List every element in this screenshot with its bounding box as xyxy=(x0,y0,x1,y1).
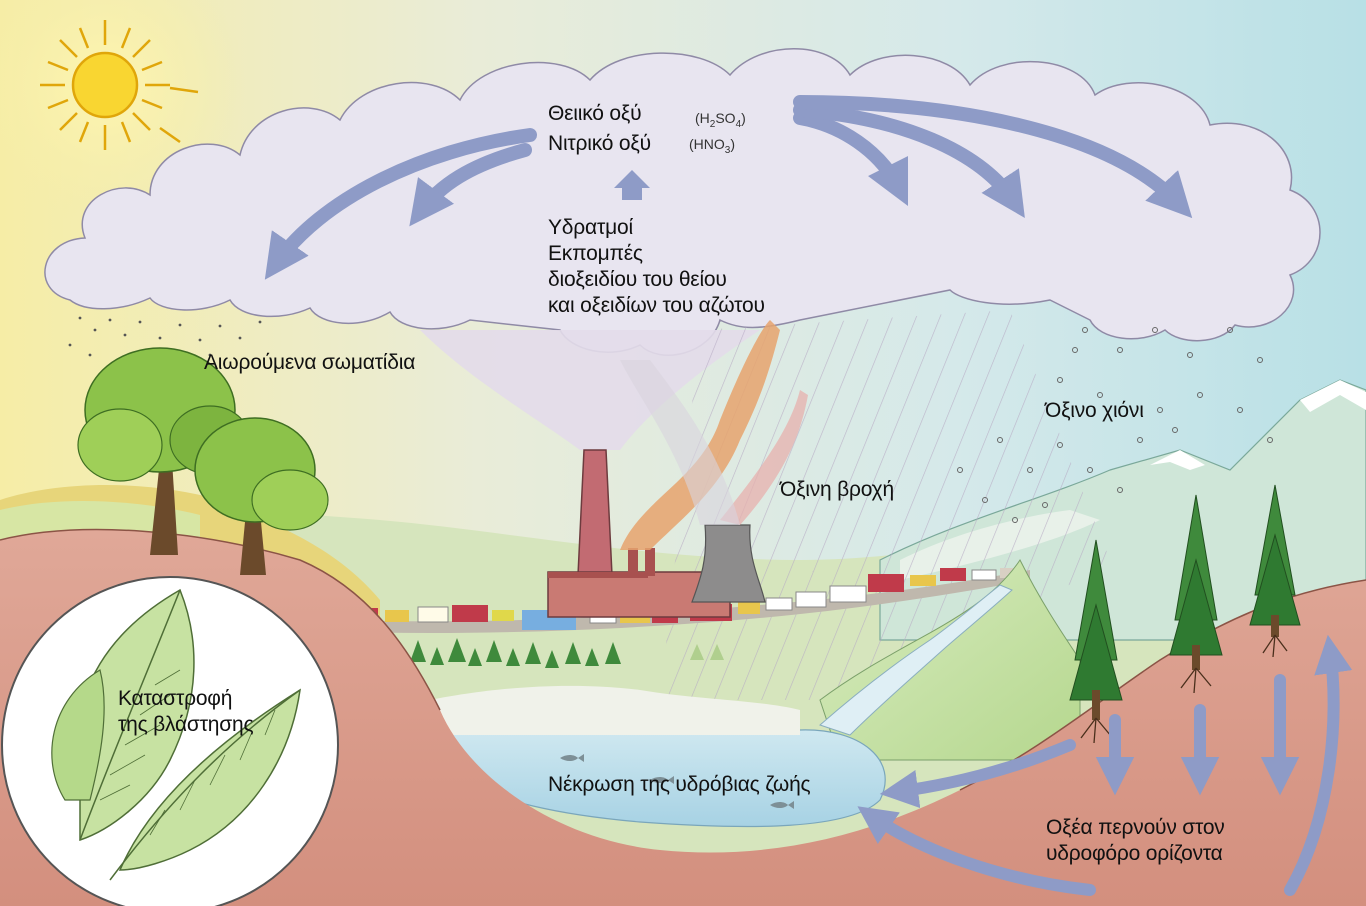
groundwater-label: Οξέα περνούν στον υδροφόρο ορίζοντα xyxy=(1046,816,1225,865)
aquatic-life-label: Νέκρωση της υδρόβιας ζωής xyxy=(548,773,811,796)
tree-icon xyxy=(1069,484,1301,744)
nitric-acid-label: Νιτρικό οξύ xyxy=(548,132,651,155)
river xyxy=(819,584,1013,736)
groundwater-arrows xyxy=(857,634,1353,896)
sulfuric-formula: (H2SO4) xyxy=(695,110,746,130)
vegetation-damage-label: Καταστροφή της βλάστησης xyxy=(118,687,254,736)
snow-dots xyxy=(957,327,1273,523)
tree-icon xyxy=(77,347,329,575)
cloud-arrows xyxy=(264,95,1193,280)
sulfuric-acid-label: Θειικό οξύ xyxy=(548,102,642,125)
leaf-icon xyxy=(1,576,339,906)
sun-icon xyxy=(40,20,199,150)
acid-snow-label: Όξινο χιόνι xyxy=(1045,399,1144,422)
factory-icon xyxy=(547,320,808,618)
acid-rain-label: Όξινη βροχή xyxy=(780,478,894,501)
fish-icon xyxy=(560,754,794,809)
smoke-plume xyxy=(420,330,760,450)
particles xyxy=(68,316,262,357)
emissions-label: Υδρατμοί Εκπομπές διοξειδίου του θείου κ… xyxy=(548,216,765,317)
particles-label: Αιωρούμενα σωματίδια xyxy=(204,351,416,374)
up-arrow-icon xyxy=(614,170,650,200)
nitric-formula: (HNO3) xyxy=(689,136,736,156)
